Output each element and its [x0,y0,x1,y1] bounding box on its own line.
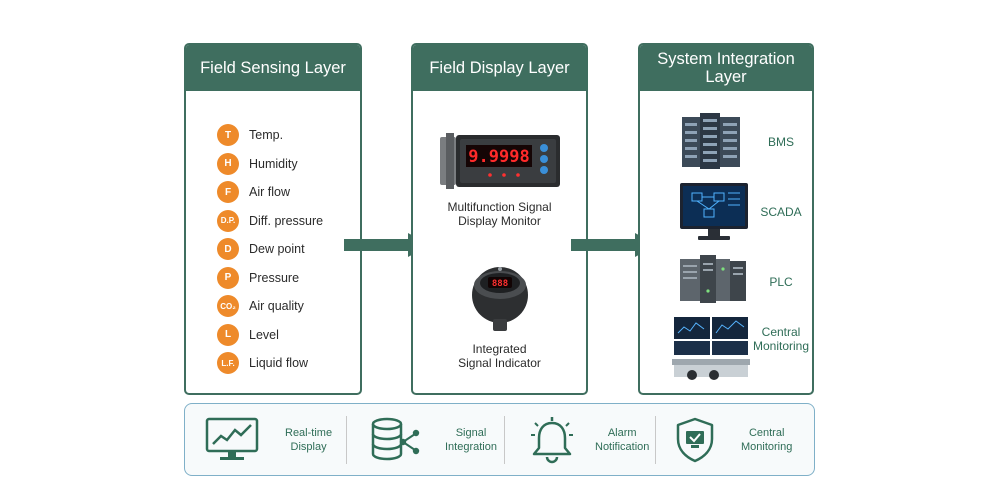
feature-label: Signal Integration [445,426,497,453]
sensor-label: Level [249,327,279,342]
sensor-item-dew-point: D Dew point [217,235,323,264]
feature-alarm-notification: Alarm Notification [529,404,649,475]
feature-label: Real-time Display [285,426,333,453]
sensor-badge: L.F. [217,352,239,375]
sensor-label: Humidity [249,156,298,171]
sensor-label: Pressure [249,270,300,285]
system-item-plc: PLC [640,251,812,313]
sensor-item-air-quality: CO₂ Air quality [217,292,323,321]
bms-server-image [682,113,740,169]
sensor-item-humidity: H Humidity [217,150,323,179]
control-room-image [672,317,750,380]
sensor-badge: L [217,323,239,346]
sensor-item-pressure: P Pressure [217,264,323,293]
sensor-label: Dew point [249,242,305,257]
field-sensing-title: Field Sensing Layer [186,45,360,91]
sensor-item-level: L Level [217,321,323,350]
sensor-item-air-flow: F Air flow [217,178,323,207]
display-readout: 9.9998 [468,147,529,167]
plc-cabinet-image [680,255,746,303]
feature-central-monitoring: Central Monitoring [675,404,792,475]
feature-real-time-display: Real-time Display [205,404,332,475]
system-integration-title: System Integration Layer [640,45,812,91]
bell-icon [531,416,573,463]
feature-bar: Real-time Display Signal Integration [184,403,815,476]
system-label: SCADA [760,205,802,219]
feature-label: Alarm Notification [595,426,650,453]
sensor-badge: D [217,238,239,261]
system-label: PLC [769,275,793,289]
sensor-badge: D.P. [217,209,239,232]
sensor-item-temp: T Temp. [217,121,323,150]
display-monitor-device: 9.9998 Multifunction Signal Display Moni… [413,131,586,228]
feature-label: Central Monitoring [741,426,793,453]
display-monitor-image: 9.9998 [439,133,560,189]
sensor-list: T Temp. H Humidity F Air flow D.P. Diff.… [217,121,323,378]
sensor-label: Temp. [249,128,284,143]
scada-screen-image [680,183,748,240]
signal-indicator-device: 888 Integrated Signal Indicator [413,253,586,370]
signal-indicator-image: 888 [471,267,528,331]
system-item-central-monitoring: Central Monitoring [640,315,812,380]
sensor-label: Air quality [249,299,304,314]
field-display-title: Field Display Layer [413,45,586,91]
sensor-label: Diff. pressure [249,213,324,228]
field-display-panel: Field Display Layer 9.9998 Multifunction… [411,43,588,395]
sensor-badge: F [217,181,239,204]
sensor-label: Liquid flow [249,356,309,371]
database-share-icon [371,417,420,460]
sensor-item-diff-pressure: D.P. Diff. pressure [217,207,323,236]
sensor-label: Air flow [249,185,290,200]
shield-check-icon [676,417,714,462]
feature-divider [346,416,347,464]
field-sensing-panel: Field Sensing Layer T Temp. H Humidity F… [184,43,362,395]
system-label: BMS [767,135,794,149]
system-integration-panel: System Integration Layer BMS [638,43,814,395]
sensor-badge: CO₂ [217,295,239,318]
signal-indicator-caption: Integrated Signal Indicator [458,342,541,370]
system-item-bms: BMS [640,111,812,173]
sensor-badge: P [217,266,239,289]
feature-signal-integration: Signal Integration [369,404,497,475]
sensor-badge: T [217,124,239,147]
feature-divider [655,416,656,464]
svg-text:888: 888 [491,279,507,289]
display-monitor-caption: Multifunction Signal Display Monitor [447,200,552,228]
sensor-item-liquid-flow: L.F. Liquid flow [217,349,323,378]
feature-divider [504,416,505,464]
sensor-badge: H [217,152,239,175]
monitor-chart-icon [205,417,259,460]
system-label: Central Monitoring [752,325,810,353]
system-item-scada: SCADA [640,181,812,243]
